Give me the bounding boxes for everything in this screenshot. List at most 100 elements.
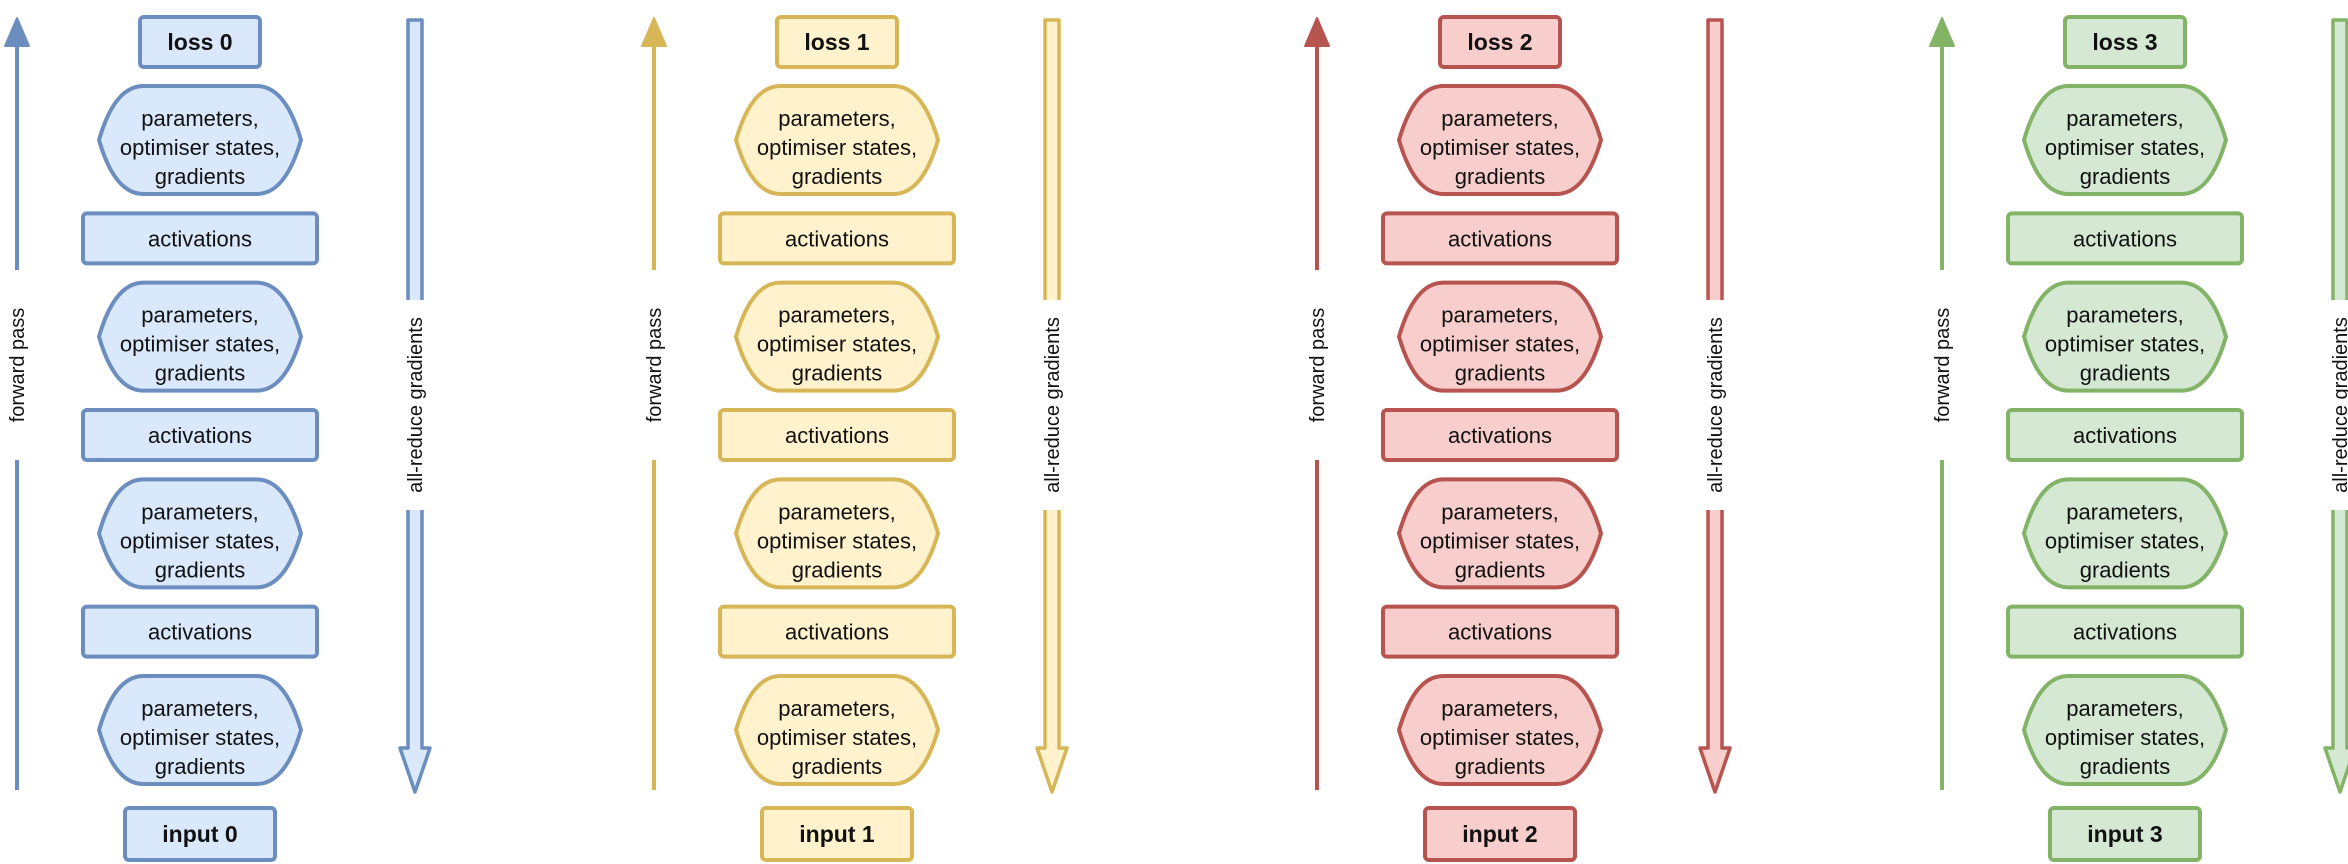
params-line: parameters, xyxy=(778,696,895,721)
params-line: parameters, xyxy=(141,696,258,721)
params-line: parameters, xyxy=(2066,499,2183,524)
activations-node: activations xyxy=(1381,408,1619,462)
params-line: optimiser states, xyxy=(757,528,917,553)
params-line: parameters, xyxy=(2066,106,2183,131)
params-line: optimiser states, xyxy=(120,135,280,160)
all-reduce-gradients-label: all-reduce gradients xyxy=(405,317,427,493)
params-node: parameters,optimiser states,gradients xyxy=(97,280,303,393)
activations-label: activations xyxy=(785,423,889,448)
params-line: parameters, xyxy=(141,303,258,328)
activations-label: activations xyxy=(1448,423,1552,448)
params-line: optimiser states, xyxy=(2045,528,2205,553)
activations-label: activations xyxy=(148,226,252,251)
params-line: optimiser states, xyxy=(757,135,917,160)
forward-pass-arrow: forward pass xyxy=(4,17,30,790)
params-line: gradients xyxy=(2080,361,2171,386)
params-node: parameters, optimiser states, gradients xyxy=(1397,84,1603,196)
params-line: optimiser states, xyxy=(120,332,280,357)
input-node: input 1 xyxy=(760,806,914,862)
activations-node: activations xyxy=(81,408,319,462)
activations-label: activations xyxy=(2073,226,2177,251)
params-node: parameters, optimiser states, gradients xyxy=(1397,280,1603,393)
activations-node: activations xyxy=(2006,211,2244,266)
input-label: input 0 xyxy=(162,821,237,847)
input-label: input 1 xyxy=(799,821,875,847)
forward-pass-label: forward pass xyxy=(1307,308,1329,423)
all-reduce-gradients-arrow: all-reduce gradients xyxy=(2323,18,2348,794)
all-reduce-gradients-label: all-reduce gradients xyxy=(1042,317,1064,493)
params-line: gradients xyxy=(155,164,246,189)
activations-label: activations xyxy=(1448,620,1552,645)
loss-node: loss 2 xyxy=(1438,15,1562,69)
activations-label: activations xyxy=(1448,226,1552,251)
forward-pass-arrow: forward pass xyxy=(1929,17,1955,790)
params-node: parameters,optimiser states,gradients xyxy=(1397,674,1603,786)
params-line: gradients xyxy=(2080,164,2171,189)
activations-node: activations xyxy=(2006,408,2244,462)
params-node: parameters,optimiser states,gradients xyxy=(734,477,940,590)
params-line: gradients xyxy=(1455,361,1546,386)
replica-column-1: loss 1 parameters, optimiser states, gradie… xyxy=(641,15,1069,862)
params-line: gradients xyxy=(792,164,883,189)
params-node: parameters,optimiser states,gradients xyxy=(734,280,940,393)
params-node: parameters,optimiser states,gradients xyxy=(97,477,303,590)
activations-label: activations xyxy=(2073,423,2177,448)
activations-node: activations xyxy=(718,408,956,462)
loss-label: loss 1 xyxy=(804,29,869,55)
params-node: parameters, optimiser states, gradients xyxy=(734,84,940,196)
activations-node: activations xyxy=(1381,211,1619,266)
params-line: gradients xyxy=(155,754,246,779)
all-reduce-gradients-label: all-reduce gradients xyxy=(1705,317,1727,493)
replica-column-0: loss 0 parameters, optimiser states, gradie… xyxy=(4,15,432,862)
loss-node: loss 1 xyxy=(775,15,899,69)
replica-column-2: loss 2 parameters, optimiser states, gradie… xyxy=(1304,15,1732,862)
activations-node: activations xyxy=(718,211,956,266)
params-line: optimiser states, xyxy=(757,332,917,357)
forward-pass-arrow: forward pass xyxy=(1304,17,1330,790)
params-line: parameters, xyxy=(778,106,895,131)
forward-pass-label: forward pass xyxy=(644,308,666,423)
forward-pass-label: forward pass xyxy=(1932,308,1954,423)
input-label: input 3 xyxy=(2087,821,2162,847)
all-reduce-gradients-arrow: all-reduce gradients xyxy=(398,18,432,794)
params-line: optimiser states, xyxy=(2045,135,2205,160)
loss-node: loss 3 xyxy=(2063,15,2187,69)
activations-label: activations xyxy=(148,620,252,645)
params-line: optimiser states, xyxy=(120,528,280,553)
params-line: parameters, xyxy=(778,499,895,524)
params-line: gradients xyxy=(1455,557,1546,582)
params-line: optimiser states, xyxy=(1420,332,1580,357)
params-line: gradients xyxy=(2080,557,2171,582)
activations-label: activations xyxy=(785,620,889,645)
params-line: optimiser states, xyxy=(1420,135,1580,160)
params-line: gradients xyxy=(792,361,883,386)
params-line: gradients xyxy=(155,557,246,582)
params-line: optimiser states, xyxy=(1420,528,1580,553)
input-node: input 0 xyxy=(123,806,277,862)
input-node: input 2 xyxy=(1423,806,1577,862)
activations-node: activations xyxy=(718,604,956,659)
activations-node: activations xyxy=(81,604,319,659)
params-line: optimiser states, xyxy=(1420,725,1580,750)
activations-node: activations xyxy=(81,211,319,266)
loss-label: loss 0 xyxy=(167,29,232,55)
params-node: parameters, optimiser states, gradients xyxy=(2022,84,2228,196)
all-reduce-gradients-arrow: all-reduce gradients xyxy=(1698,18,1732,794)
replica-column-3: loss 3 parameters, optimiser states, gradie… xyxy=(1929,15,2348,862)
forward-pass-arrow: forward pass xyxy=(641,17,667,790)
params-line: parameters, xyxy=(1441,303,1558,328)
params-line: gradients xyxy=(1455,754,1546,779)
params-line: gradients xyxy=(1455,164,1546,189)
activations-node: activations xyxy=(2006,604,2244,659)
params-line: parameters, xyxy=(1441,499,1558,524)
all-reduce-gradients-arrow: all-reduce gradients xyxy=(1035,18,1069,794)
params-node: parameters,optimiser states,gradients xyxy=(734,674,940,786)
params-line: parameters, xyxy=(1441,106,1558,131)
params-line: optimiser states, xyxy=(120,725,280,750)
params-node: parameters,optimiser states,gradients xyxy=(2022,674,2228,786)
activations-label: activations xyxy=(148,423,252,448)
loss-label: loss 2 xyxy=(1467,29,1532,55)
input-label: input 2 xyxy=(1462,821,1537,847)
params-line: optimiser states, xyxy=(2045,725,2205,750)
